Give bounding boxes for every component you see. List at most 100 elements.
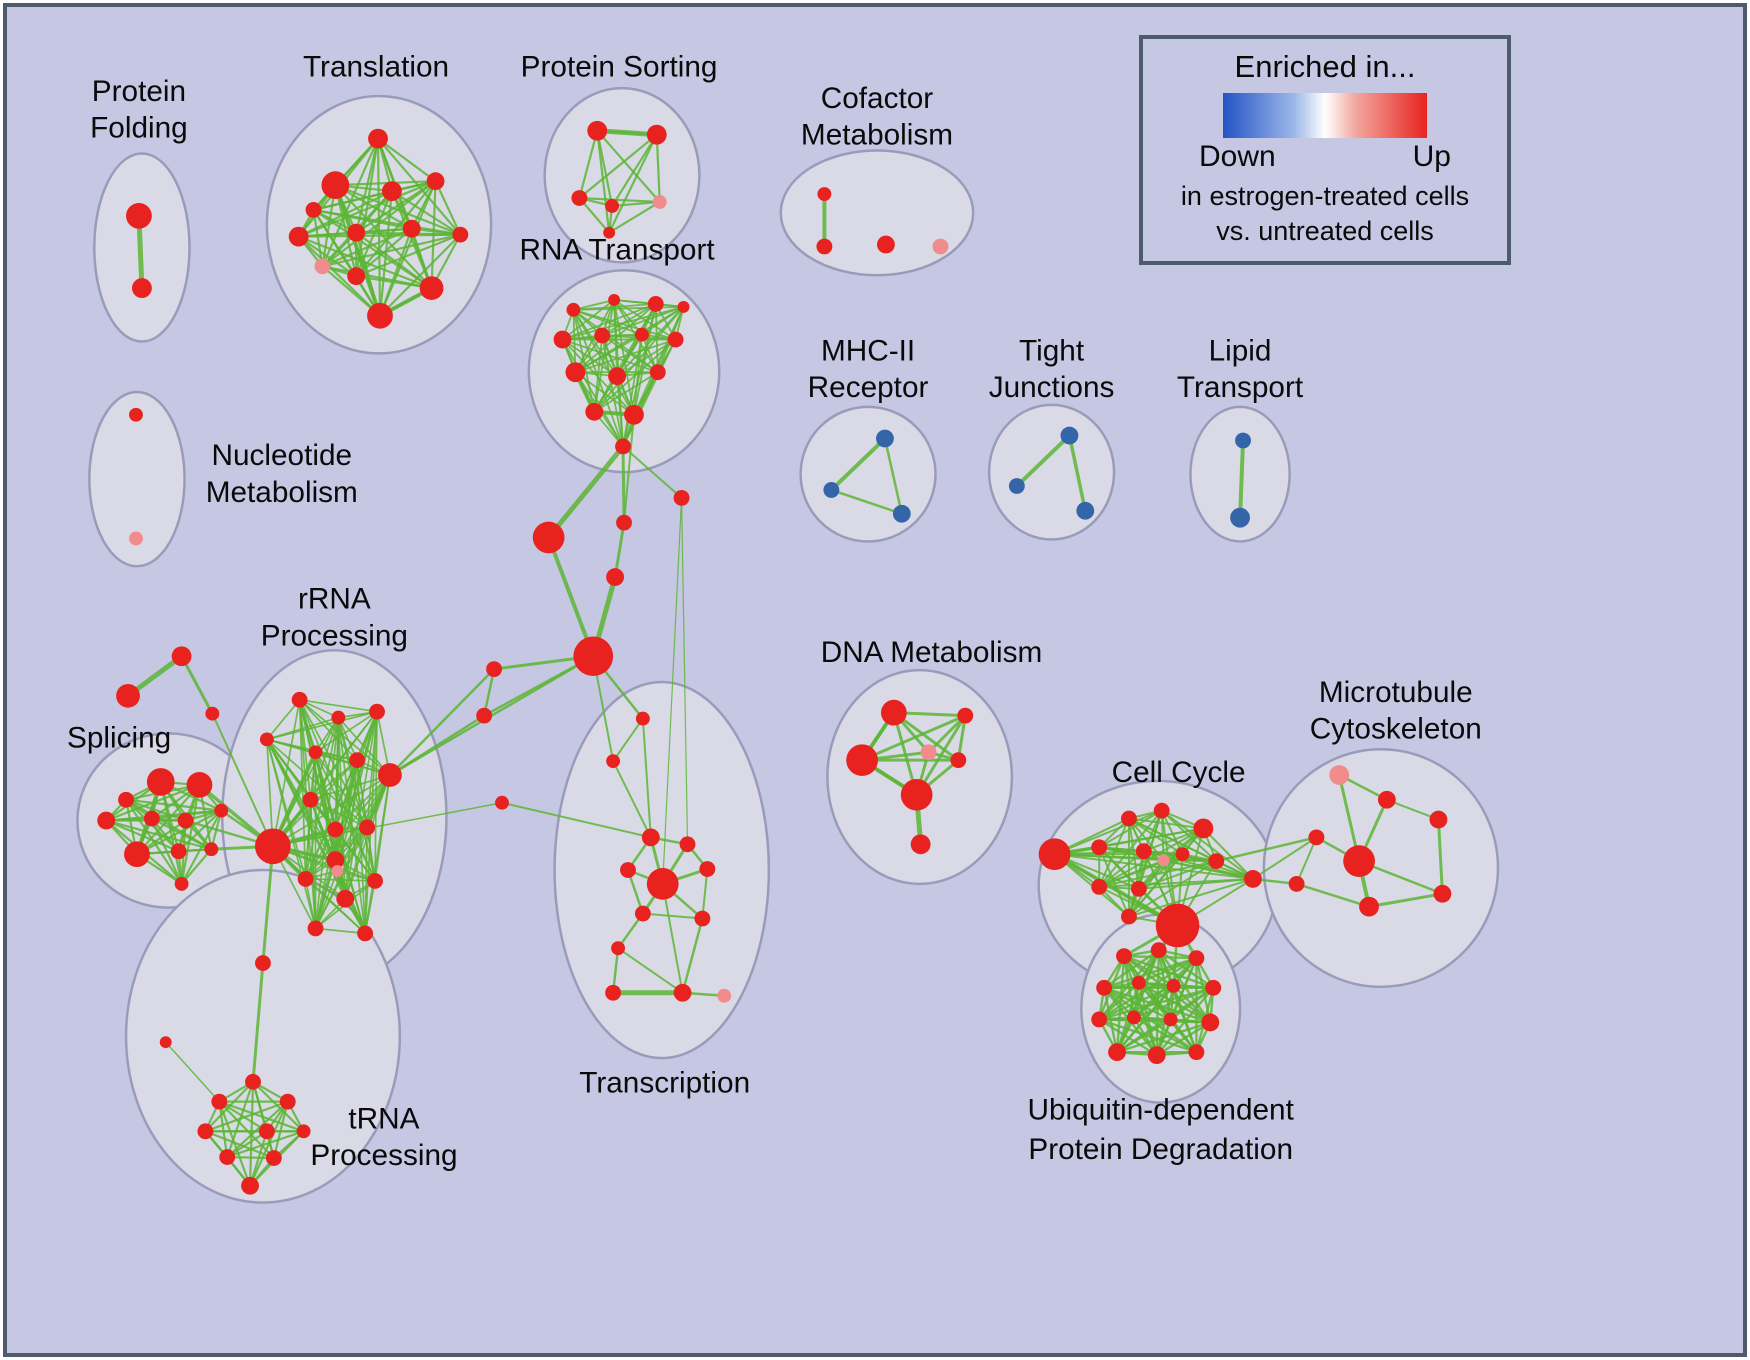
trna-processing-cluster-ellipse [124, 868, 402, 1204]
gene-set-node [297, 871, 314, 887]
enrichment-edge [180, 809, 223, 885]
gene-set-node [608, 294, 621, 306]
rrna-processing-label: rRNA [298, 583, 371, 616]
gene-set-node [1096, 979, 1113, 996]
gene-set-node [378, 763, 402, 787]
enrichment-edge [1052, 852, 1180, 928]
gene-set-node [305, 201, 322, 218]
gene-set-node [331, 710, 346, 725]
enrichment-edge [611, 200, 661, 208]
enrichment-edge [180, 848, 213, 885]
enrichment-edge [612, 717, 644, 763]
gene-set-node [950, 752, 967, 769]
enrichment-edge [218, 1100, 268, 1133]
gene-set-node [594, 327, 611, 344]
enrichment-edge [611, 133, 658, 208]
gene-set-node [1308, 829, 1325, 846]
enrichment-edge [180, 654, 214, 716]
gene-set-node [124, 841, 150, 868]
gene-set-node [118, 791, 134, 808]
enrichment-edge [1098, 986, 1215, 1021]
gene-set-node [426, 172, 445, 191]
gene-set-node [296, 1124, 311, 1139]
enrichment-edge [304, 759, 359, 880]
gene-set-node [321, 171, 350, 200]
gene-set-node [1150, 942, 1167, 959]
enrichment-edge [1098, 860, 1218, 888]
enrichment-edge [601, 305, 685, 337]
gene-set-node [347, 223, 366, 242]
enrichment-edge [561, 303, 657, 341]
gene-set-node [486, 661, 503, 678]
enrichment-edge [616, 338, 677, 378]
gene-set-node [1175, 847, 1190, 862]
gene-set-node [1244, 870, 1262, 888]
enrichment-edge [314, 870, 339, 930]
node-layer [97, 120, 1452, 1195]
enrichment-edge [298, 698, 378, 713]
enrichment-edge [1098, 809, 1163, 849]
protein-sorting-label: Protein Sorting [521, 50, 718, 83]
gene-set-node [892, 504, 911, 523]
enrichment-edge [830, 488, 904, 515]
enrichment-edge [561, 299, 615, 341]
enrichment-edge [135, 809, 223, 856]
enrichment-edge [1098, 809, 1163, 888]
gene-set-node [667, 331, 684, 348]
gene-set-node [1163, 1012, 1178, 1027]
enrichment-edge [1436, 818, 1444, 896]
lipid-transport-label: Lipid [1209, 334, 1272, 367]
enrichment-edge [574, 303, 657, 374]
dna-metabolism-cluster-ellipse [826, 668, 1014, 886]
gene-set-node [204, 842, 219, 857]
enrichment-edge [321, 227, 413, 268]
gene-set-node [646, 124, 667, 145]
edge-layer [105, 128, 1444, 1187]
enrichment-edge [309, 774, 391, 801]
enrichment-edge [1014, 433, 1072, 488]
nucleotide-metabolism-label: Metabolism [206, 476, 358, 509]
enrichment-edge [355, 180, 437, 278]
enrichment-edge [578, 196, 661, 204]
gene-set-node [571, 190, 588, 206]
enrichment-edge [578, 129, 599, 200]
enrichment-edge [226, 1100, 289, 1159]
enrichment-edge [883, 437, 904, 515]
enrichment-edge [601, 334, 624, 448]
gene-set-node [566, 302, 581, 317]
gene-set-node [677, 300, 690, 313]
enrichment-edge [1251, 836, 1318, 880]
gene-set-node [616, 514, 632, 531]
enrichment-edge [1215, 836, 1318, 863]
enrichment-edge [336, 710, 378, 872]
legend-box: Enriched in... Down Up in estrogen-treat… [1139, 35, 1511, 265]
enrichment-edge [1098, 984, 1175, 1021]
gene-set-node [197, 1123, 214, 1140]
enrichment-edge [388, 714, 486, 777]
gene-set-node [573, 636, 614, 677]
enrichment-edge [376, 137, 437, 183]
enrichment-edge [1102, 986, 1172, 1021]
enrichment-edge [574, 371, 635, 416]
gene-set-node [910, 834, 931, 855]
legend-caption-line1: in estrogen-treated cells [1180, 181, 1470, 211]
enrichment-edge [251, 961, 265, 1084]
enrichment-edge [266, 738, 317, 930]
gene-set-node [641, 828, 660, 847]
gene-set-node [255, 828, 291, 865]
gene-set-node [1166, 978, 1181, 993]
enrichment-edge [312, 208, 433, 290]
enrichment-edge [388, 667, 496, 777]
rna-transport-label: RNA Transport [520, 233, 716, 266]
gene-set-node [1193, 818, 1214, 839]
gene-set-node [452, 226, 469, 243]
enrichment-edge [1098, 1018, 1198, 1054]
enrichment-edge [1067, 433, 1088, 513]
gene-set-node [336, 889, 355, 908]
gene-set-node [920, 744, 937, 761]
enrichment-edge [180, 783, 201, 885]
gene-set-node [565, 362, 586, 383]
gene-set-node [880, 699, 907, 726]
enrichment-edge [623, 413, 635, 524]
gene-set-node [606, 568, 625, 586]
